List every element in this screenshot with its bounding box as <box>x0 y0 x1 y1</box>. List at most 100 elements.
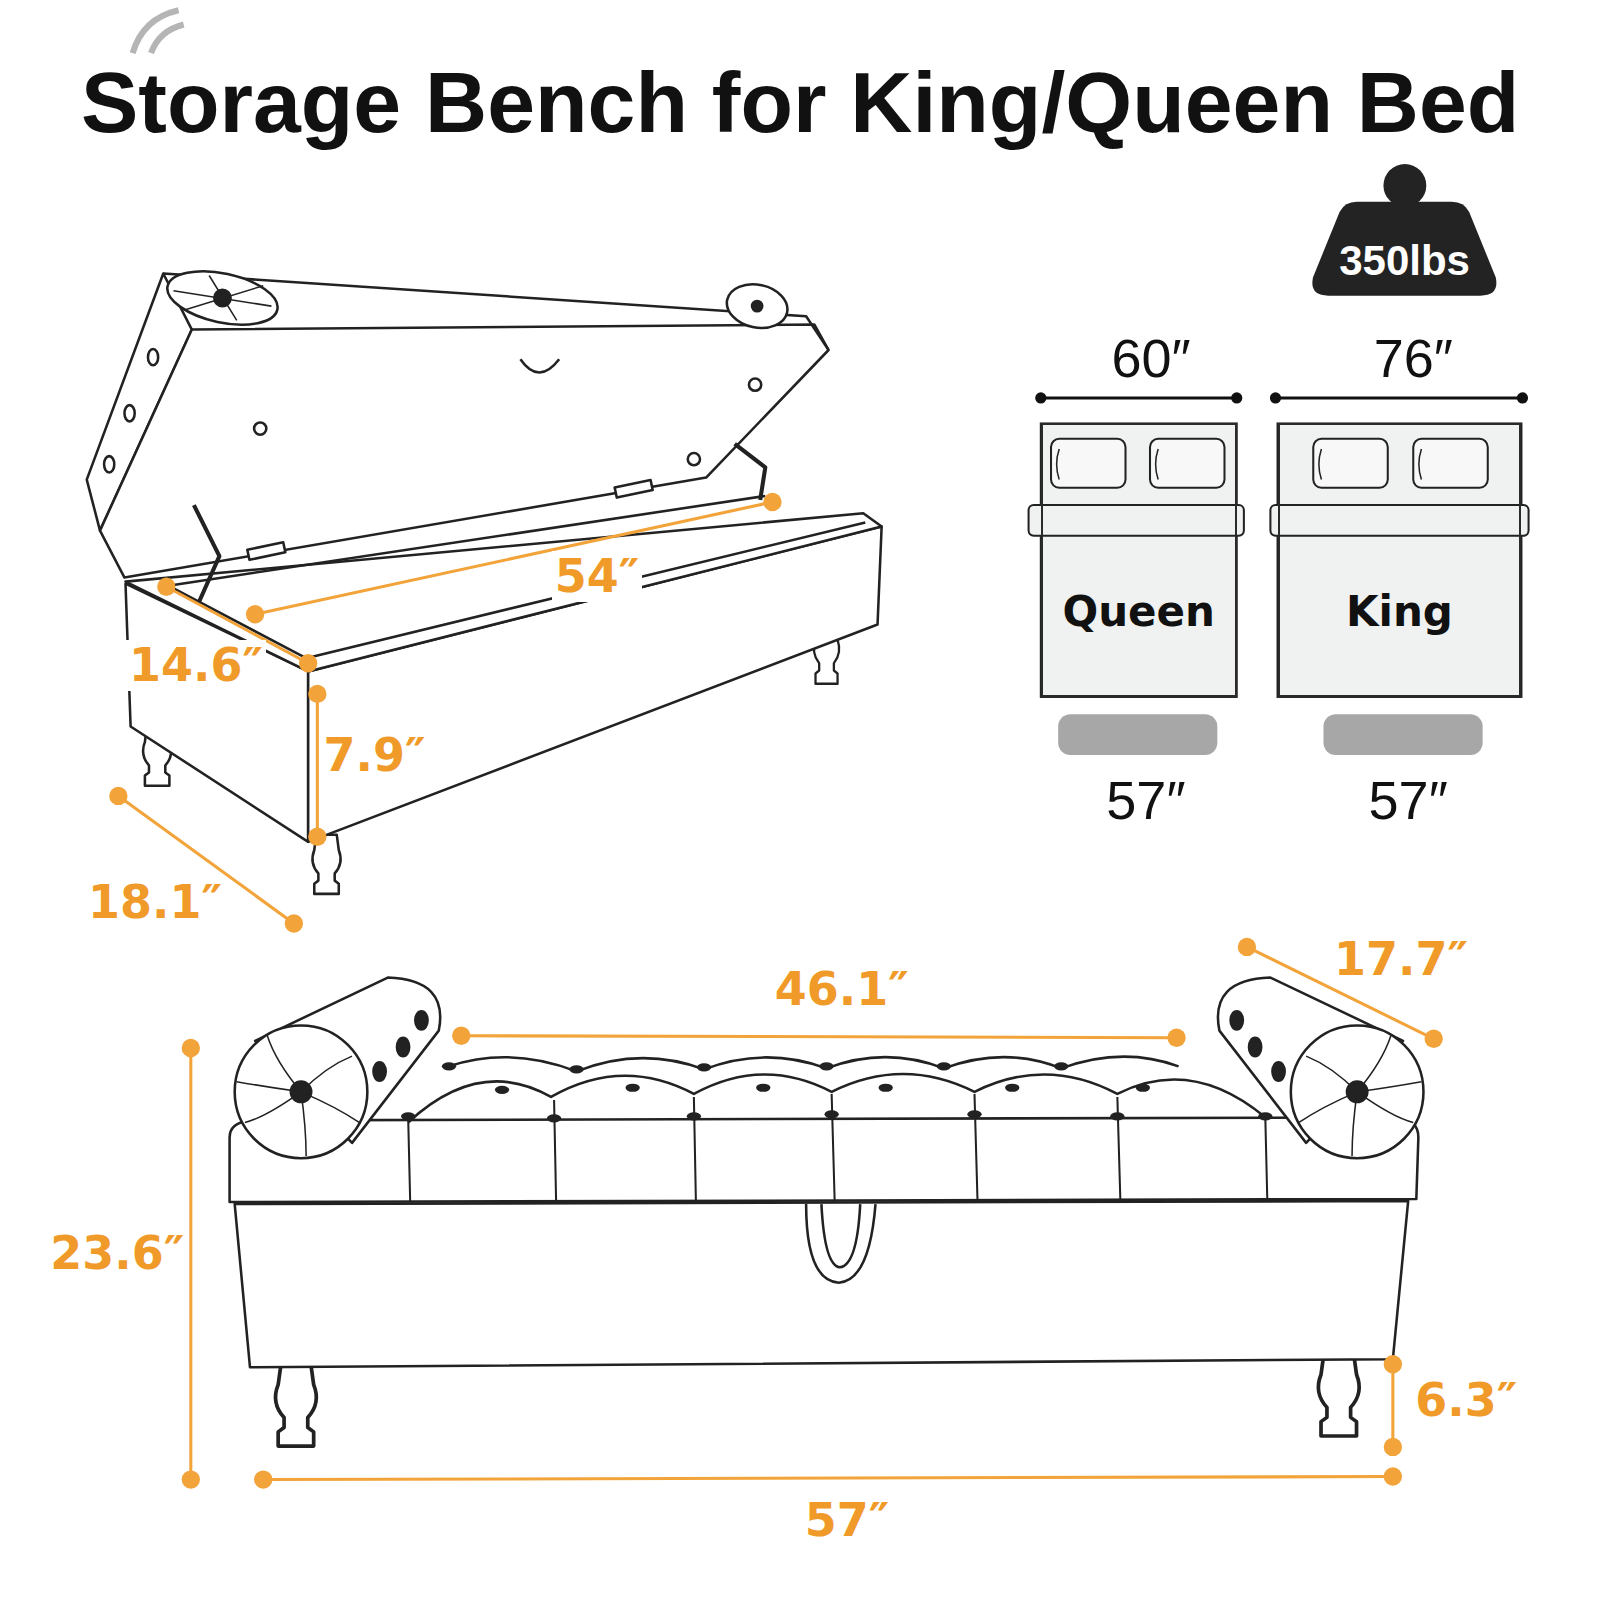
bed-box: Queen <box>1041 423 1237 696</box>
bench-open-view <box>749 379 761 391</box>
bench-open-view <box>615 480 653 498</box>
width-lines <box>1271 394 1279 402</box>
bolster-roll <box>1231 1011 1243 1029</box>
bench-front-view <box>824 1110 838 1118</box>
bed-width-label: 60″ <box>1108 329 1193 388</box>
bench-front-view <box>819 1062 833 1070</box>
bed-drawings <box>1058 714 1217 755</box>
dimension-lines <box>308 685 326 703</box>
dimension-lines <box>1384 1467 1402 1485</box>
bench-open-view <box>87 262 882 894</box>
dimension-lines <box>1384 1438 1402 1456</box>
dimension-lines <box>109 493 1443 1489</box>
dimension-lines <box>308 828 326 846</box>
bench-front-view <box>756 1084 770 1092</box>
bench-open-view <box>254 422 266 434</box>
bench-front-view <box>879 1084 893 1092</box>
bench-front-view <box>569 1065 583 1073</box>
bolster-roll <box>1291 1026 1424 1159</box>
bench-length-label: 57″ <box>1103 771 1188 830</box>
bench-open-view <box>735 444 766 500</box>
badge-knob <box>1384 164 1427 207</box>
bench-front-view <box>401 1062 1272 1122</box>
decor-arcs <box>133 10 184 53</box>
bed-size-name: King <box>1280 589 1520 635</box>
bench-front-view <box>495 1086 509 1094</box>
bench-open-view <box>104 456 114 472</box>
bolster-roll <box>1347 1082 1367 1102</box>
dimension-lines <box>1424 1030 1442 1048</box>
bolster-roll <box>397 1038 409 1056</box>
bolster-roll <box>1249 1038 1261 1056</box>
bench-open-view <box>247 542 285 560</box>
dimension-label: 7.9″ <box>320 730 428 781</box>
bed-drawings <box>1150 439 1224 488</box>
bench-front-view <box>449 1057 1179 1072</box>
bench-front-view <box>276 1363 317 1446</box>
dimension-label: 6.3″ <box>1412 1375 1520 1426</box>
bed-drawings <box>1270 505 1528 536</box>
dimension-label: 18.1″ <box>85 877 225 928</box>
dimension-lines <box>254 1470 272 1488</box>
dimension-lines <box>1167 1029 1185 1047</box>
dimension-lines <box>1391 1364 1394 1447</box>
dimension-lines <box>1238 938 1256 956</box>
bench-front-view <box>408 1074 1265 1122</box>
dimension-lines <box>182 1039 200 1057</box>
dimension-lines <box>763 493 781 511</box>
bolster-roll <box>1218 978 1424 1159</box>
dimension-lines <box>1384 1355 1402 1373</box>
bed-size-name: Queen <box>1043 589 1235 635</box>
dimension-lines <box>246 605 264 623</box>
bench-open-view <box>723 279 792 334</box>
bench-front-view <box>547 1114 561 1122</box>
dimension-label: 14.6″ <box>126 640 266 691</box>
width-lines <box>1037 394 1527 402</box>
dimension-lines <box>182 1470 200 1488</box>
bench-front-view <box>230 978 1424 1447</box>
bench-length-label: 57″ <box>1366 771 1451 830</box>
bench-open-view <box>148 349 158 365</box>
dimension-lines <box>263 1477 1393 1480</box>
bench-open-view <box>520 359 559 372</box>
width-lines <box>1233 394 1241 402</box>
bed-drawings <box>1323 714 1482 755</box>
bench-open-view <box>162 262 282 333</box>
width-lines <box>1518 394 1526 402</box>
bed-drawings <box>1057 449 1422 480</box>
bench-front-view <box>967 1110 981 1118</box>
bench-front-view <box>1258 1112 1272 1120</box>
bench-front-view <box>1136 1084 1150 1092</box>
bench-open-view <box>124 405 134 421</box>
dimension-lines <box>109 787 127 805</box>
dimension-lines <box>299 654 317 672</box>
dimension-label: 23.6″ <box>47 1228 187 1279</box>
width-lines <box>1041 396 1237 399</box>
bed-drawings <box>1313 439 1387 488</box>
bench-front-view <box>1318 1353 1359 1436</box>
bench-front-view <box>937 1062 951 1070</box>
bench-open-view <box>173 276 271 321</box>
bench-front-view <box>401 1112 415 1120</box>
bench-front-view <box>1110 1112 1124 1120</box>
bench-front-view <box>235 1201 1408 1367</box>
bench-front-view <box>626 1084 640 1092</box>
bench-front-view <box>1054 1062 1068 1070</box>
bench-open-view <box>752 301 762 311</box>
bolster-roll <box>235 1026 368 1159</box>
dimension-lines <box>255 502 772 614</box>
bolster-roll <box>237 1036 359 1156</box>
dimension-label: 46.1″ <box>772 964 912 1015</box>
dimension-label: 57″ <box>802 1495 893 1546</box>
dimension-label: 17.7″ <box>1331 934 1471 985</box>
dimension-lines <box>461 1036 1176 1038</box>
bench-front-view <box>1005 1084 1019 1092</box>
bed-drawings <box>1278 423 1522 696</box>
bench-open-view <box>194 505 220 602</box>
dimension-lines <box>285 914 303 932</box>
bolster-roll <box>1299 1036 1421 1156</box>
dimension-lines <box>316 694 319 837</box>
bed-drawings <box>1029 505 1244 536</box>
width-lines <box>1276 396 1523 399</box>
bolster-roll <box>373 1062 385 1080</box>
